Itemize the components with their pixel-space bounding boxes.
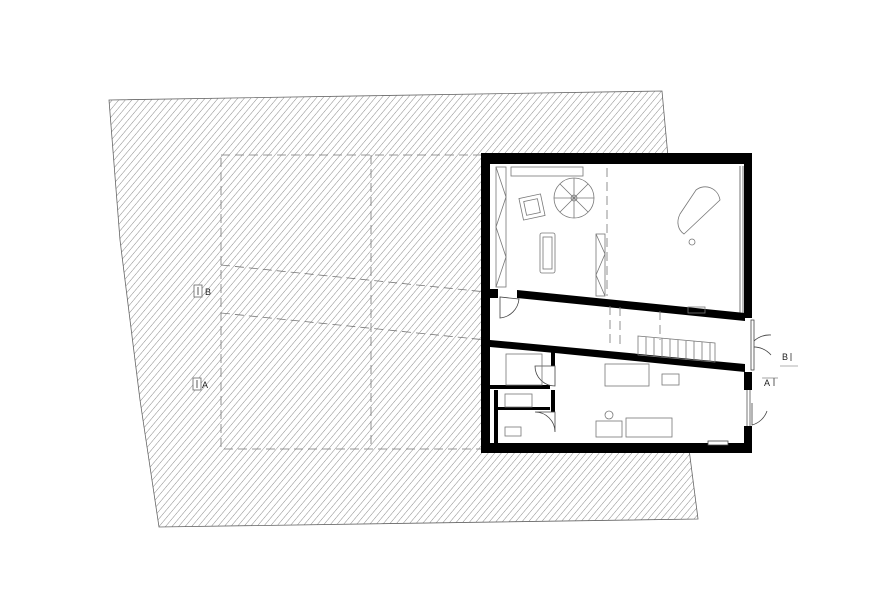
exterior-walls bbox=[481, 153, 752, 453]
lower-rooms-furniture bbox=[504, 353, 680, 438]
section-marker-b-east: B bbox=[780, 352, 798, 367]
door-leaf-east bbox=[750, 319, 755, 371]
spiral-stair bbox=[553, 177, 595, 219]
central-stair bbox=[609, 306, 716, 363]
glazing-east bbox=[739, 166, 751, 426]
armchair bbox=[518, 193, 546, 221]
sofa bbox=[539, 232, 556, 274]
window-south bbox=[707, 440, 729, 446]
section-marker-b-west: B bbox=[193, 284, 211, 298]
grand-piano bbox=[677, 186, 721, 246]
section-marker-a-west: A bbox=[192, 377, 208, 391]
section-label-b-east: B bbox=[782, 352, 788, 362]
section-label-b-west: B bbox=[205, 287, 211, 297]
section-label-a-east: A bbox=[764, 378, 770, 388]
living-room-furniture bbox=[495, 166, 721, 297]
section-label-a-west: A bbox=[202, 380, 208, 390]
section-marker-a-east: A bbox=[762, 377, 778, 388]
